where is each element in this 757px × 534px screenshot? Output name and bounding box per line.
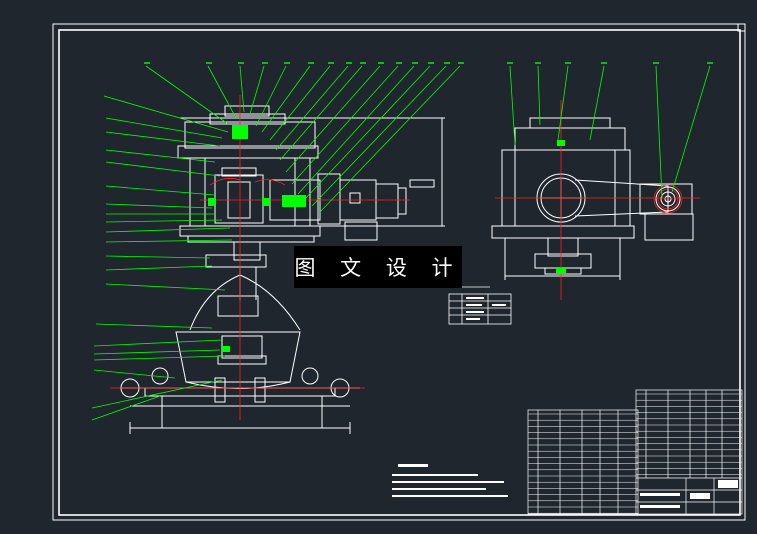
- leader-lines-left: [91, 65, 461, 421]
- side-highlights: [556, 140, 566, 274]
- title-block: [635, 389, 743, 515]
- outer-border: [52, 23, 746, 521]
- spec-table: [448, 286, 512, 325]
- front-highlights: [208, 125, 306, 352]
- front-centerlines: [110, 95, 410, 420]
- side-centerlines: [495, 100, 700, 300]
- watermark-label: 图 文 设 计: [294, 246, 462, 288]
- parts-list-rows: [528, 413, 638, 514]
- side-elevation-view: [491, 117, 694, 280]
- title-block-fill: [640, 480, 738, 508]
- technical-notes: [392, 464, 508, 497]
- title-block-rows: [636, 393, 742, 475]
- inner-border: [58, 29, 741, 516]
- parts-list: [527, 409, 639, 515]
- leader-lines-right: [509, 65, 711, 199]
- corner-mark: [737, 23, 746, 32]
- spec-table-fill: [466, 297, 506, 320]
